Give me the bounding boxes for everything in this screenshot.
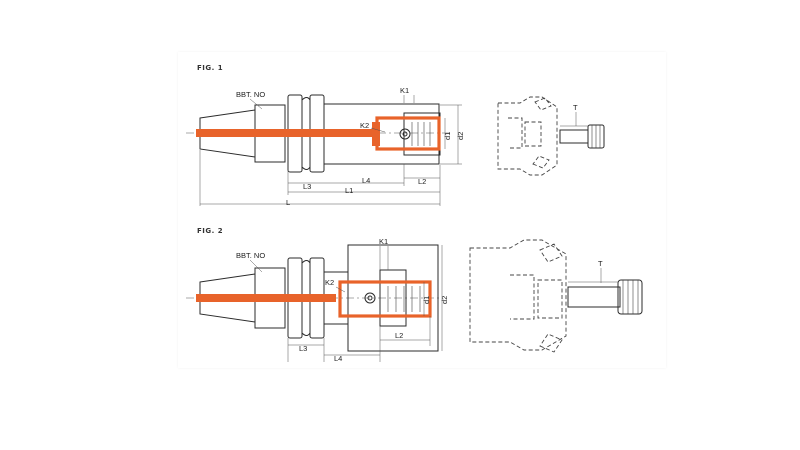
l1-label: L1 — [345, 186, 353, 195]
l4-label-2: L4 — [334, 354, 342, 363]
k1-label: K1 — [400, 86, 409, 95]
model-label: BBT. NO — [236, 90, 265, 99]
k1-label-2: K1 — [379, 237, 388, 246]
holder-head-2 — [347, 244, 439, 352]
t-label: T — [573, 103, 578, 112]
figure-1: FIG. 1 BBT. NO K1 K2 d1 d2 — [186, 64, 605, 207]
d2-label-2: d2 — [440, 296, 449, 304]
l3-label-2: L3 — [299, 344, 307, 353]
l-label: L — [286, 198, 290, 207]
screw-head-2 — [364, 292, 376, 304]
screw-head — [399, 128, 411, 140]
l4-label: L4 — [362, 176, 370, 185]
figure-2: FIG. 2 BBT. NO K1 K2 d1 d2 — [186, 227, 643, 363]
figure-1-title: FIG. 1 — [197, 64, 223, 72]
coolant-channel-2 — [196, 294, 336, 302]
d2-label: d2 — [456, 132, 465, 140]
d1-label-2: d1 — [422, 296, 431, 304]
k2-label: K2 — [360, 121, 369, 130]
t-label-2: T — [598, 259, 603, 268]
boring-head-outline — [497, 96, 558, 176]
l2-label-2: L2 — [395, 331, 403, 340]
insert-pocket-2 — [338, 280, 432, 318]
coolant-channel — [196, 129, 376, 137]
figure-2-title: FIG. 2 — [197, 227, 223, 235]
boring-head-outline-2 — [469, 239, 567, 353]
d1-label: d1 — [443, 132, 452, 140]
drawing-sheet: FIG. 1 BBT. NO K1 K2 d1 d2 — [178, 52, 666, 368]
model-label-2: BBT. NO — [236, 251, 265, 260]
k2-label-2: K2 — [325, 278, 334, 287]
screw-t — [559, 124, 605, 149]
screw-t-2 — [567, 279, 643, 315]
l3-label: L3 — [303, 182, 311, 191]
l2-label: L2 — [418, 177, 426, 186]
